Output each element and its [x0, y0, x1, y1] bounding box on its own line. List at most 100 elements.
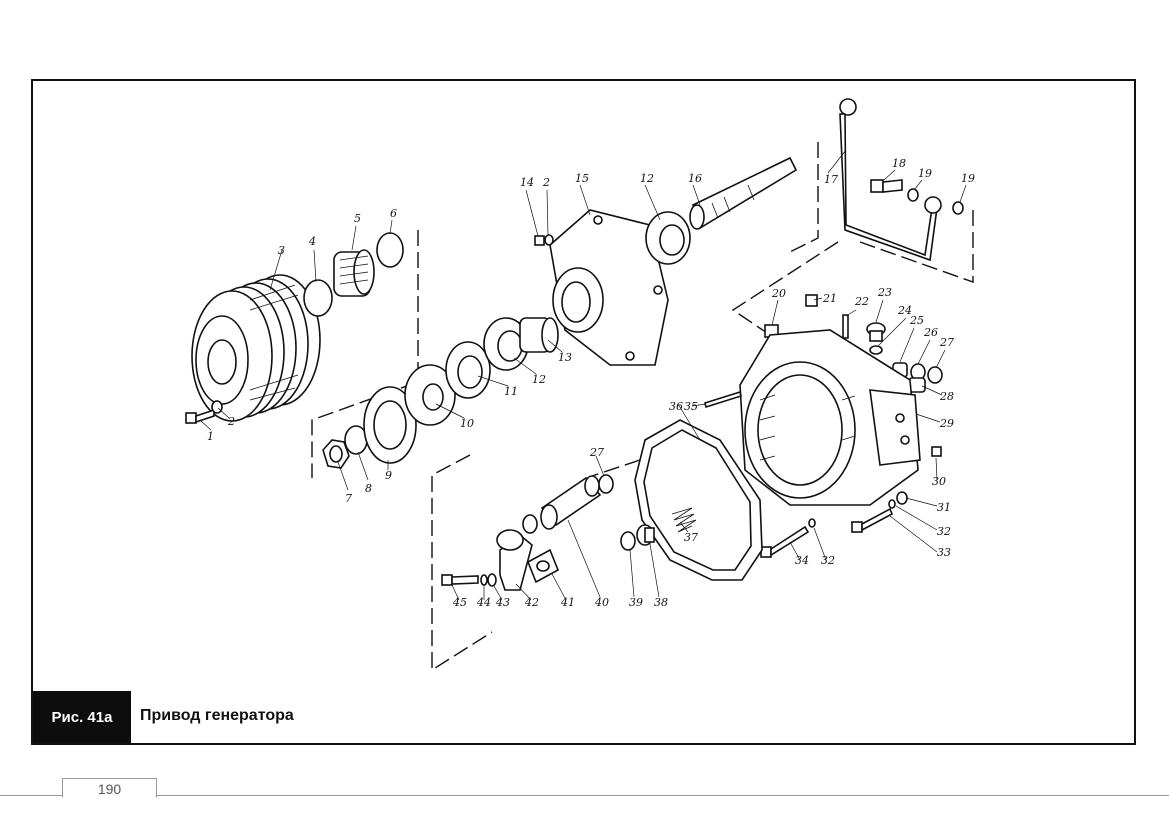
- callout-label: 39: [629, 596, 643, 609]
- callout-label: 1: [207, 430, 214, 443]
- callout-label: 4: [308, 235, 316, 248]
- ring-part-27: [927, 366, 943, 384]
- bolt-part-35: [704, 390, 742, 409]
- figure-label: Рис. 41а: [33, 691, 131, 743]
- callout-label: 13: [558, 351, 572, 364]
- washer-part-19-left: [907, 188, 919, 202]
- washer-part-2-upper: [544, 234, 554, 246]
- bolt-part-33: [851, 507, 894, 533]
- bolt-part-1: [185, 408, 215, 424]
- spring-part-37: [671, 507, 697, 533]
- callout-label: 6: [390, 207, 397, 220]
- callout-label: 20: [771, 287, 786, 300]
- callout-label: 8: [365, 482, 372, 495]
- washer-part-24: [869, 345, 883, 355]
- plug-part-21: [805, 294, 818, 307]
- assembly-axis-lines: [311, 142, 974, 672]
- callout-label: 18: [892, 157, 906, 170]
- snap-ring-part-6: [376, 232, 404, 268]
- flange-part-41: [526, 548, 560, 584]
- page-number: 190: [62, 778, 157, 798]
- callout-label: 34: [795, 554, 809, 567]
- oil-pipe-part-17: [839, 98, 942, 262]
- callout-label: 7: [345, 492, 352, 505]
- callout-label: 31: [937, 501, 951, 514]
- callout-label: 2: [227, 415, 235, 428]
- bolt-part-45: [441, 574, 479, 586]
- callout-label: 32: [937, 525, 951, 538]
- sleeve-part-40: [540, 475, 602, 530]
- gasket-part-9: [363, 386, 417, 464]
- shaft-part-16: [689, 156, 798, 230]
- figure-frame: [31, 79, 1136, 745]
- ring-part-39: [620, 531, 636, 551]
- callout-label: 5: [354, 212, 361, 225]
- callout-label: 23: [877, 286, 892, 299]
- washer-part-44: [480, 574, 488, 586]
- callout-label: 45: [452, 596, 467, 609]
- plug-part-38: [636, 524, 655, 546]
- plug-part-23: [866, 322, 886, 342]
- callout-label: 44: [476, 596, 491, 609]
- callout-label: 12: [532, 373, 546, 386]
- callout-label: 21: [822, 292, 837, 305]
- gasket-part-36: [634, 419, 763, 581]
- washer-part-19-right: [952, 201, 964, 215]
- callout-label: 10: [460, 417, 474, 430]
- gearcase-part-29: [739, 329, 921, 506]
- callout-label: 19: [918, 167, 932, 180]
- callout-label: 24: [897, 304, 912, 317]
- callout-label: 17: [824, 173, 838, 186]
- callout-label: 28: [939, 390, 954, 403]
- washer-part-32-left: [808, 518, 816, 528]
- callout-label: 40: [594, 596, 609, 609]
- elbow-part-42: [496, 529, 533, 591]
- callout-label: 38: [654, 596, 668, 609]
- bearing-part-12-upper: [645, 211, 691, 265]
- callout-label: 33: [937, 546, 951, 559]
- sleeve-part-5: [333, 249, 375, 297]
- callout-label: 19: [961, 172, 975, 185]
- figure-title: Привод генератора: [140, 707, 294, 724]
- callout-label: 11: [504, 385, 518, 398]
- ring-part-40-seal: [522, 514, 538, 534]
- bolt-part-34: [760, 525, 810, 558]
- bearing-part-12-lower: [483, 317, 529, 371]
- callout-label: 35: [684, 400, 698, 413]
- stud-part-22: [842, 314, 849, 339]
- nut-part-30: [931, 446, 942, 457]
- callout-label: 32: [821, 554, 835, 567]
- callout-label: 25: [909, 314, 924, 327]
- footer-divider: [0, 795, 1169, 796]
- washer-part-43: [487, 573, 497, 587]
- callout-label: 3: [278, 244, 285, 257]
- callout-label: 9: [385, 469, 392, 482]
- callout-label: 27: [939, 336, 954, 349]
- callout-label: 22: [854, 295, 869, 308]
- seal-part-11: [445, 341, 491, 399]
- callout-label: 42: [524, 596, 539, 609]
- callout-label: 14: [520, 176, 534, 189]
- bolt-part-18: [870, 179, 903, 193]
- washer-part-32-right: [888, 499, 896, 509]
- callout-label: 27: [589, 446, 604, 459]
- bushing-part-13: [519, 317, 559, 353]
- callout-label: 16: [688, 172, 702, 185]
- flange-part-10: [404, 364, 456, 426]
- callout-label: 15: [575, 172, 589, 185]
- leader-lines: [199, 149, 967, 601]
- washer-part-2: [211, 400, 223, 414]
- washer-part-31: [896, 491, 908, 505]
- callout-label: 26: [923, 326, 938, 339]
- callout-label: 43: [495, 596, 510, 609]
- nut-part-14: [534, 235, 545, 246]
- housing-part-15: [549, 209, 669, 366]
- ring-part-4: [303, 279, 333, 317]
- nut-part-7: [322, 439, 350, 469]
- callout-label: 37: [684, 531, 698, 544]
- callout-label: 12: [640, 172, 654, 185]
- callout-label: 30: [932, 475, 946, 488]
- callout-label: 29: [939, 417, 954, 430]
- ring-part-27-lower: [598, 474, 614, 494]
